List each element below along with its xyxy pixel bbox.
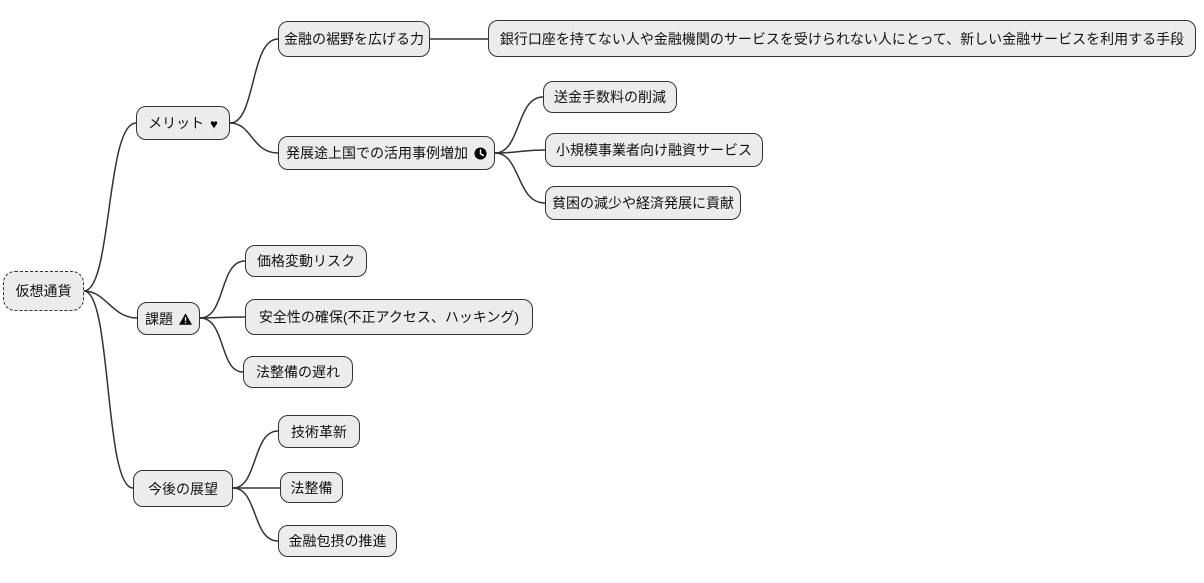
node-label: 法整備の遅れ (256, 364, 340, 380)
node-root-crypto: 仮想通貨 (3, 271, 84, 311)
node-tech-innovation: 技術革新 (278, 415, 360, 448)
node-remittance-fees: 送金手数料の削減 (543, 81, 677, 113)
node-label: 法整備 (290, 479, 333, 496)
edge-developing-poverty (494, 152, 546, 204)
node-financial-inclusion-promo: 金融包摂の推進 (278, 525, 397, 557)
node-poverty-reduction: 貧困の減少や経済発展に貢献 (545, 186, 741, 220)
node-label: 金融の裾野を広げる力 (284, 31, 424, 47)
node-label: 発展途上国での活用事例増加 (286, 145, 468, 161)
node-price-volatility: 価格変動リスク (245, 245, 367, 277)
node-label: 金融包摂の推進 (288, 533, 387, 549)
node-label: 今後の展望 (148, 480, 218, 497)
node-unbanked-detail: 銀行口座を持てない人や金融機関のサービスを受けられない人にとって、新しい金融サー… (488, 20, 1196, 57)
node-outlook: 今後の展望 (133, 470, 233, 507)
node-label: 安全性の確保(不正アクセス、ハッキング) (258, 309, 520, 325)
edge-issues-price (199, 260, 246, 319)
node-issues: 課題 (137, 302, 200, 335)
edge-developing-fees (494, 96, 544, 154)
node-legal-delay: 法整備の遅れ (243, 356, 353, 388)
node-label: 送金手数料の削減 (554, 89, 666, 105)
node-label: 小規模事業者向け融資サービス (556, 142, 752, 158)
edge-outlook-inclusion (232, 487, 279, 542)
edge-merit-developing (229, 122, 279, 154)
edge-root-issues (83, 290, 138, 319)
node-label: 価格変動リスク (257, 253, 355, 269)
node-small-business-loans: 小規模事業者向け融資サービス (545, 133, 763, 167)
edge-root-merit (83, 122, 137, 292)
node-developing-countries: 発展途上国での活用事例増加 (278, 136, 495, 170)
node-legislation: 法整備 (280, 472, 343, 503)
node-label: 銀行口座を持てない人や金融機関のサービスを受けられない人にとって、新しい金融サー… (499, 30, 1185, 47)
node-label: 技術革新 (291, 423, 347, 440)
heart-icon: ♥ (210, 116, 218, 131)
clock-icon (474, 146, 487, 160)
node-label: メリット (148, 115, 205, 131)
node-financial-inclusion-power: 金融の裾野を広げる力 (278, 21, 430, 57)
edge-issues-law (199, 317, 244, 373)
warning-icon (179, 312, 192, 325)
edge-developing-loans (494, 149, 546, 154)
node-label: 貧困の減少や経済発展に貢献 (552, 195, 734, 211)
node-label: 仮想通貨 (15, 283, 72, 299)
edge-merit-inclusion (229, 38, 279, 124)
node-merit: メリット ♥ (136, 106, 230, 140)
edge-outlook-tech (232, 430, 279, 489)
edge-root-outlook (83, 290, 134, 489)
node-label: 課題 (145, 310, 173, 327)
node-security: 安全性の確保(不正アクセス、ハッキング) (245, 299, 533, 335)
